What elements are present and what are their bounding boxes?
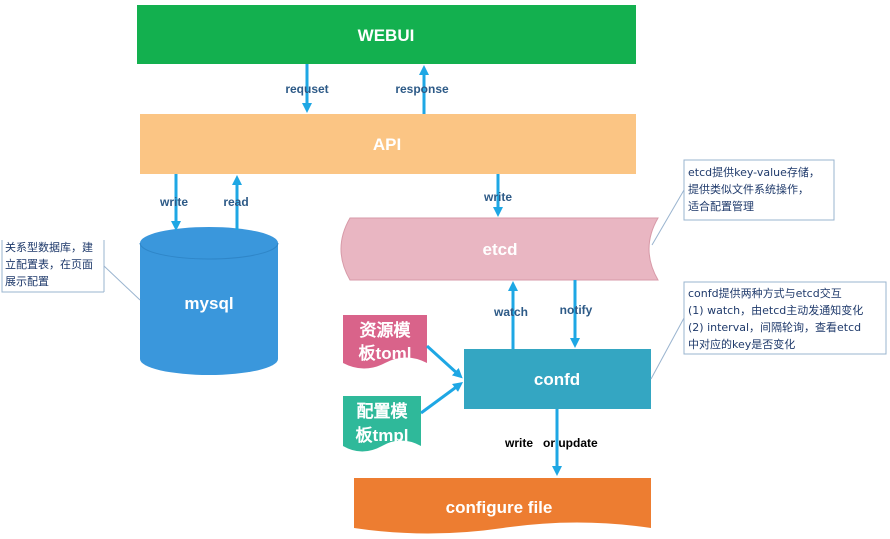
config-template-line2: 板tmpl (356, 425, 409, 445)
write-mysql-label: write (159, 195, 188, 209)
mysql-note-line3: 展示配置 (5, 275, 49, 288)
api-label: API (373, 135, 401, 154)
write-or-update-label: write or update (504, 436, 598, 450)
confd-note-line1: confd提供两种方式与etcd交互 (688, 286, 842, 300)
mysql-label: mysql (184, 294, 233, 313)
resource-template-arrow (425, 344, 463, 379)
mysql-note-line2: 立配置表，在页面 (5, 257, 93, 271)
write-etcd-label: write (483, 190, 512, 204)
request-label: requset (285, 82, 328, 96)
resource-template-node: 资源模 板toml (343, 315, 427, 369)
etcd-note-line2: 提供类似文件系统操作， (688, 182, 809, 196)
mysql-node: mysql (139, 227, 279, 375)
etcd-note-line1: etcd提供key-value存储， (688, 165, 820, 179)
api-node: API (140, 114, 636, 174)
mysql-note: 关系型数据库，建 立配置表，在页面 展示配置 (1, 240, 141, 301)
resource-template-line2: 板toml (359, 343, 412, 363)
configure-file-node: configure file (354, 478, 651, 534)
confd-note: confd提供两种方式与etcd交互 (1) watch，由etcd主动发通知变… (650, 281, 887, 380)
watch-label: watch (493, 305, 528, 319)
etcd-label: etcd (483, 240, 518, 259)
configure-file-label: configure file (446, 498, 553, 517)
config-template-arrow (420, 382, 464, 415)
etcd-note: etcd提供key-value存储， 提供类似文件系统操作， 适合配置管理 (651, 159, 835, 246)
resource-template-line1: 资源模 (360, 320, 412, 341)
mysql-note-line1: 关系型数据库，建 (5, 240, 93, 254)
confd-note-line3: (2) interval，间隔轮询，查看etcd (688, 320, 861, 334)
response-label: response (395, 82, 449, 96)
etcd-node: etcd (340, 217, 659, 281)
confd-node: confd (464, 349, 651, 409)
confd-label: confd (534, 370, 580, 389)
notify-label: notify (560, 303, 593, 317)
etcd-note-line3: 适合配置管理 (688, 199, 754, 213)
config-template-line1: 配置模 (357, 401, 409, 422)
read-mysql-label: read (223, 195, 248, 209)
config-template-node: 配置模 板tmpl (343, 396, 421, 452)
confd-note-line2: (1) watch，由etcd主动发通知变化 (688, 303, 863, 317)
confd-note-line4: 中对应的key是否变化 (688, 337, 795, 351)
webui-node: WEBUI (137, 5, 636, 64)
webui-label: WEBUI (358, 26, 415, 45)
